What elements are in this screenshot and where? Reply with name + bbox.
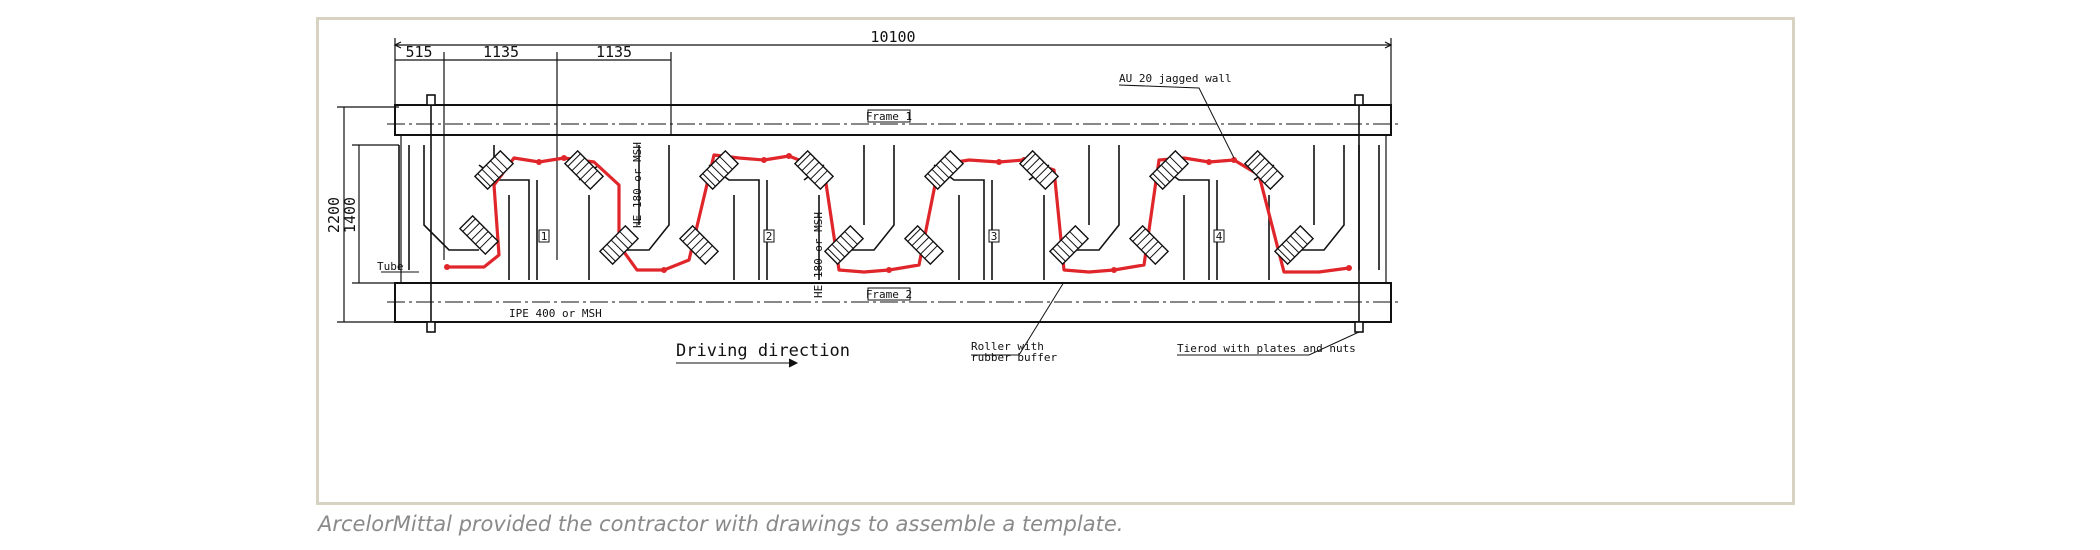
rollers [458, 149, 1315, 266]
roller-label-line2: rubber buffer [971, 351, 1057, 364]
frame1-tag [867, 109, 911, 123]
dim-spacing-b: 1135 [596, 43, 632, 61]
centerlines [387, 123, 1399, 303]
template-drawing: 10100 515 1135 1135 2200 1400 Frame 1 [325, 28, 1399, 368]
pile-number-3: 3 [991, 230, 998, 243]
pile-number-4: 4 [1216, 230, 1223, 243]
leaders [381, 84, 1360, 368]
pile-numbers [538, 229, 1225, 243]
tierods [426, 94, 1364, 333]
dim-spacing-a: 1135 [483, 43, 519, 61]
driving-direction-label: Driving direction [676, 341, 850, 361]
dim-inner-height: 1400 [341, 197, 359, 233]
top-dimensions [393, 38, 1393, 260]
he-beam-label-1: HE 180 or MSH [631, 142, 644, 228]
frame2-label: Frame 2 [866, 288, 912, 301]
jagged-wall-label: AU 20 jagged wall [1119, 72, 1232, 85]
drawing-frame: 10100 515 1135 1135 2200 1400 Frame 1 [316, 17, 1795, 505]
ipe-label: IPE 400 or MSH [509, 307, 602, 320]
sheet-pile-cells [398, 145, 1380, 280]
he-beam-label-2: HE 180 or MSH [812, 212, 825, 298]
dim-total-length: 10100 [870, 28, 915, 46]
frame1-label: Frame 1 [866, 110, 912, 123]
figure-caption: ArcelorMittal provided the contractor wi… [318, 512, 1124, 536]
dim-first-offset: 515 [405, 43, 432, 61]
dim-overall-height: 2200 [325, 197, 343, 233]
pile-number-1: 1 [541, 230, 548, 243]
tube-label: Tube [377, 260, 404, 273]
frame2-tag [867, 287, 911, 301]
left-dimensions [337, 106, 399, 323]
wall-interlocks [444, 153, 1352, 273]
tierod-label: Tierod with plates and nuts [1177, 342, 1356, 355]
pile-number-2: 2 [766, 230, 773, 243]
roller-label-line1: Roller with [971, 340, 1044, 353]
